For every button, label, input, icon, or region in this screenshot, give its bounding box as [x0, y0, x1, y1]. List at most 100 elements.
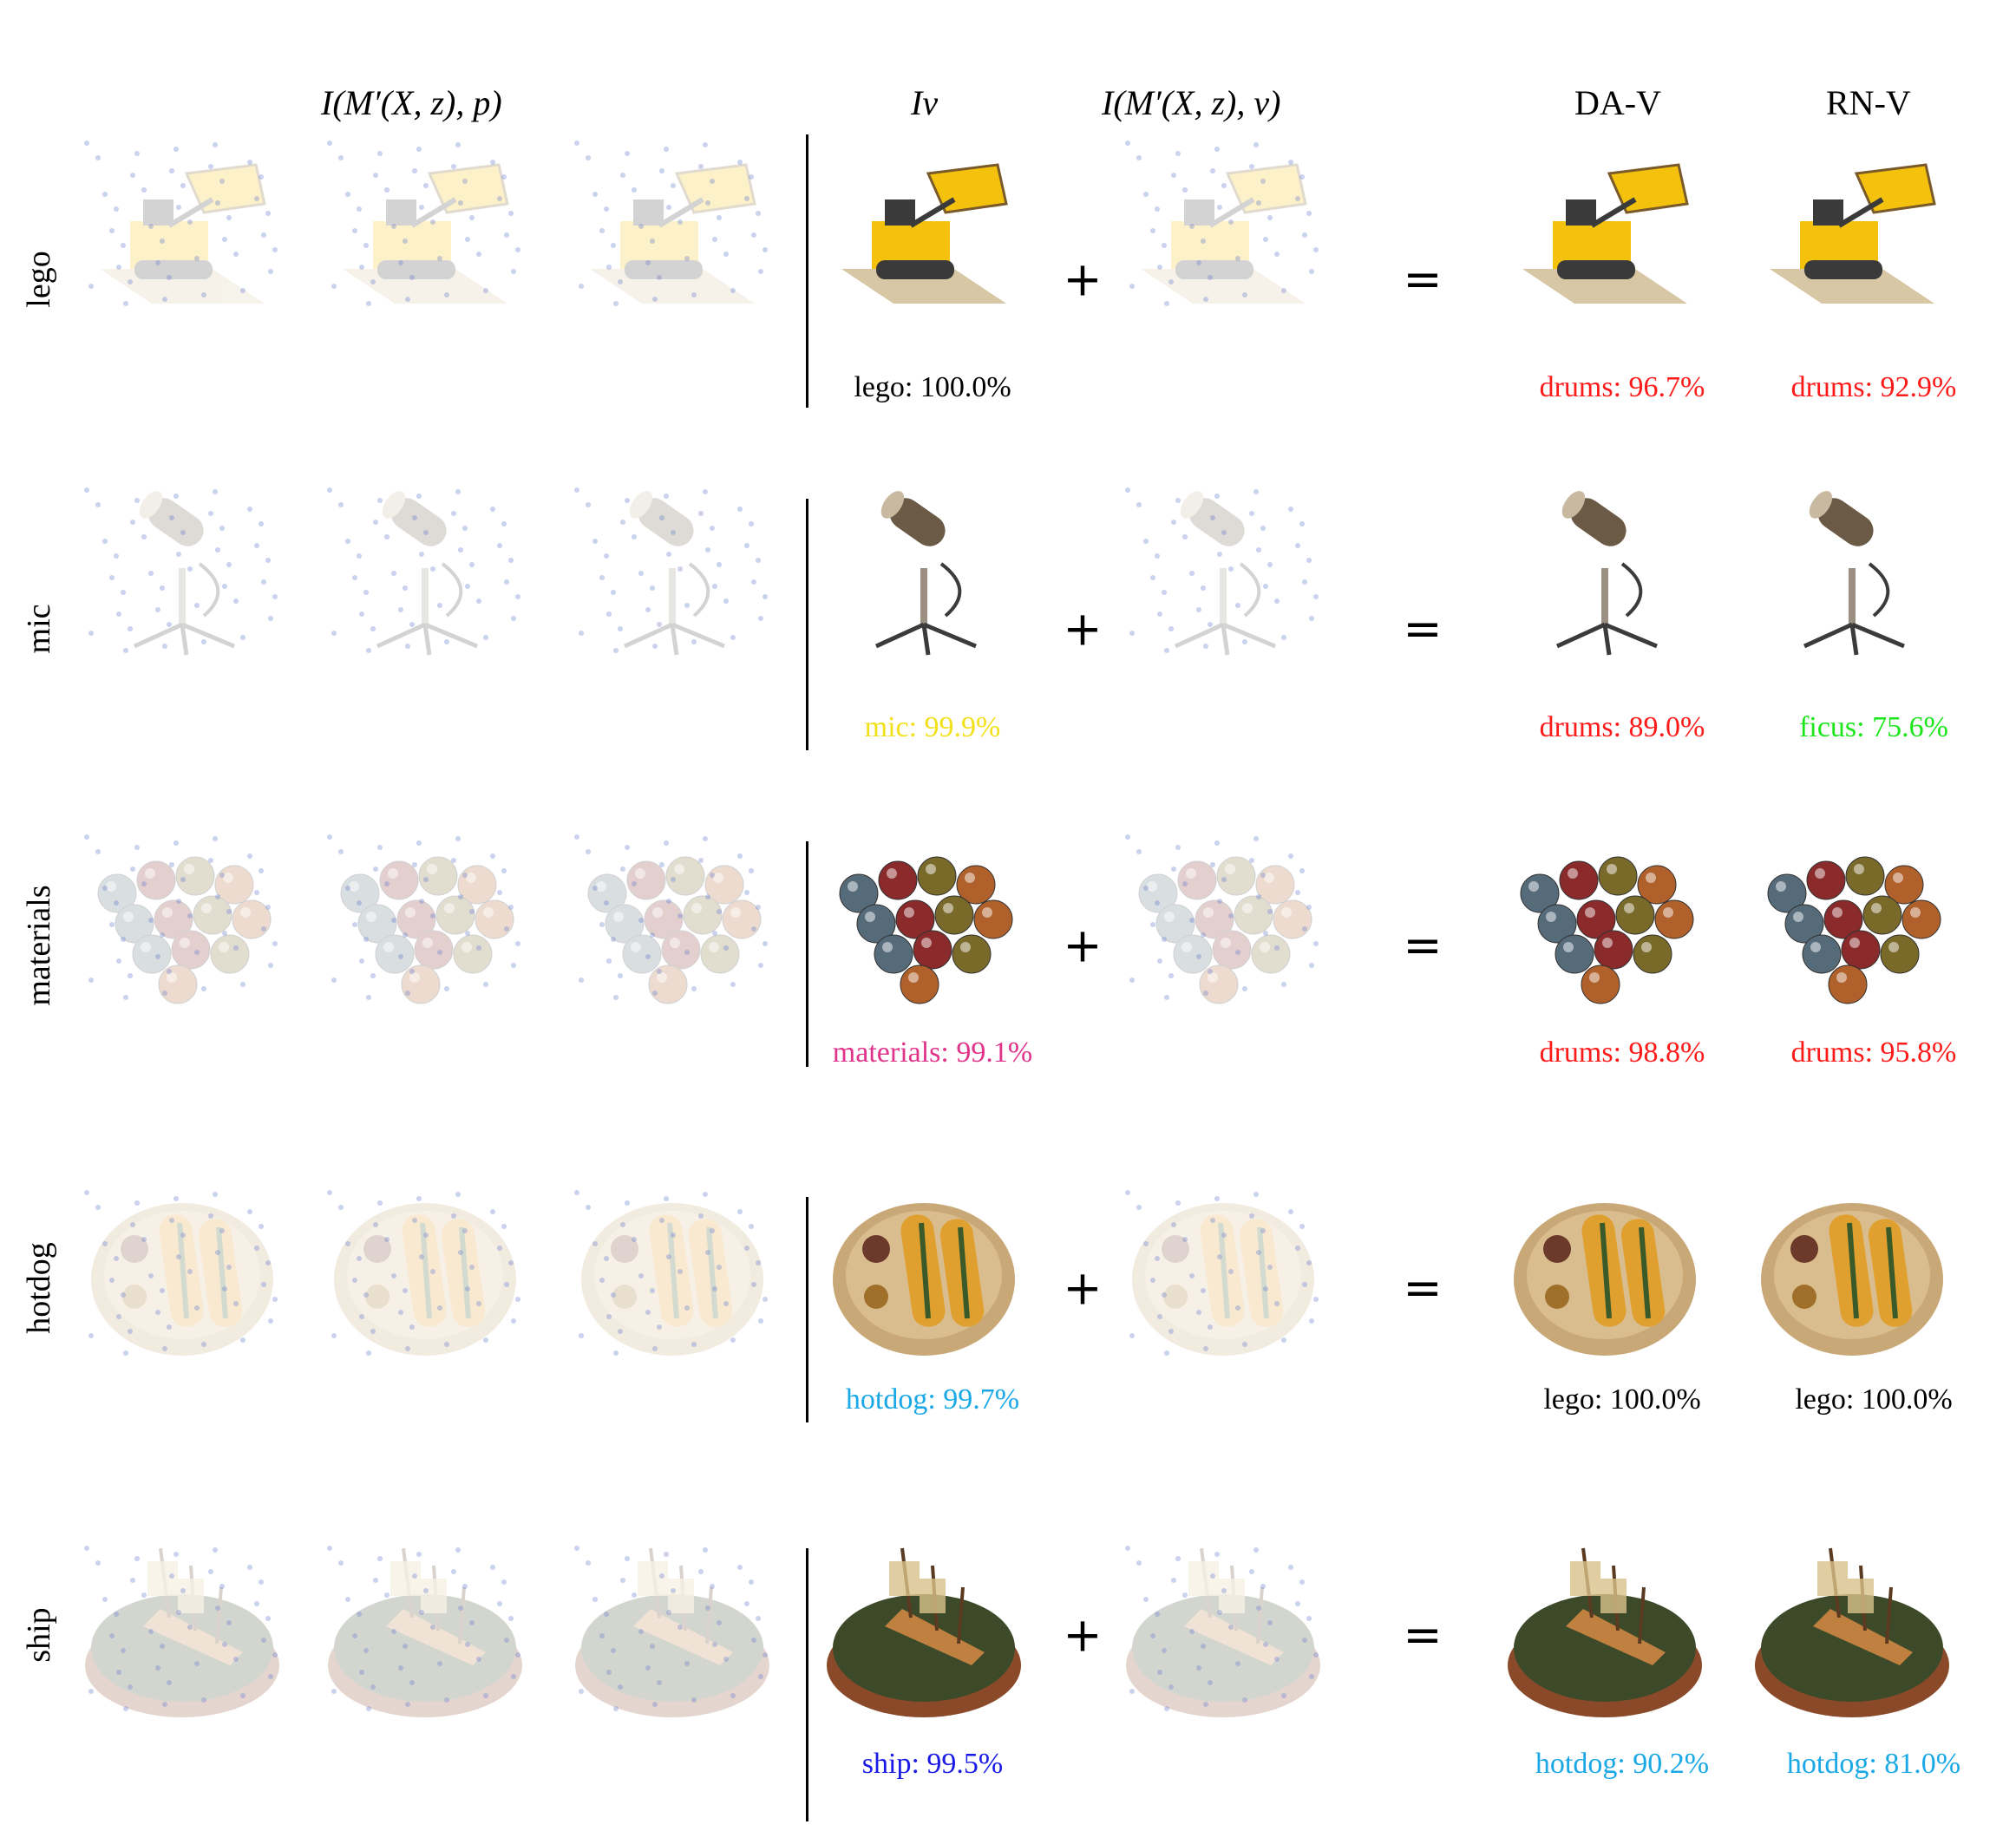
perturbation-render [1123, 139, 1323, 312]
rnv-caption: ficus: 75.6% [1799, 711, 1948, 743]
hotdog-plate-icon [1125, 1190, 1319, 1356]
microphone-icon [1125, 487, 1319, 656]
column-divider [806, 1548, 808, 1821]
bulldozer-icon [1522, 163, 1689, 304]
render-view-1 [82, 486, 282, 659]
equals-sign: = [1403, 1607, 1443, 1663]
bulldozer-icon [1125, 141, 1319, 306]
perturbation-render [1123, 486, 1323, 659]
rnv-image [1752, 1188, 1952, 1362]
ship-icon [1755, 1547, 1949, 1717]
row-label-lego: lego [21, 251, 57, 308]
bulldozer-icon [84, 141, 278, 306]
dav-caption: hotdog: 90.2% [1535, 1748, 1710, 1780]
microphone-icon [874, 491, 977, 656]
spheres-icon [839, 856, 1013, 1004]
render-view-1 [82, 1544, 282, 1717]
equals-sign: = [1403, 252, 1443, 307]
render-view-1 [82, 833, 282, 1006]
header-dav: DA-V [1574, 83, 1661, 122]
microphone-icon [1803, 491, 1905, 656]
header-render-v: I(M′(X, z), v) [1102, 83, 1281, 122]
plus-sign: + [1063, 918, 1103, 973]
render-view-2 [325, 139, 525, 312]
equals-sign: = [1403, 1260, 1443, 1316]
bulldozer-icon [327, 141, 520, 306]
bulldozer-icon [574, 141, 768, 306]
hotdog-plate-icon [1761, 1203, 1943, 1356]
render-view-2 [325, 1544, 525, 1717]
dav-image [1505, 1544, 1705, 1717]
render-view-3 [573, 139, 772, 312]
render-view-2 [325, 1188, 525, 1362]
perturbation-render [1123, 1188, 1323, 1362]
render-view-3 [573, 1188, 772, 1362]
render-view-3 [573, 833, 772, 1006]
perturbation-render [1123, 833, 1323, 1006]
microphone-icon [1555, 491, 1658, 656]
input-image [824, 1188, 1024, 1362]
input-caption: mic: 99.9% [864, 711, 1001, 743]
input-image [824, 139, 1024, 312]
input-image [824, 486, 1024, 659]
dav-caption: drums: 96.7% [1539, 371, 1705, 403]
ship-icon [827, 1547, 1021, 1717]
spheres-icon [1125, 834, 1319, 1004]
microphone-icon [327, 487, 520, 656]
rnv-image [1752, 1544, 1952, 1717]
rnv-image [1752, 139, 1952, 312]
row-label-materials: materials [21, 885, 57, 1006]
row-label-mic: mic [21, 604, 57, 654]
ship-icon [574, 1546, 769, 1717]
bulldozer-icon [1770, 163, 1936, 304]
ship-icon [1125, 1546, 1320, 1717]
hotdog-plate-icon [833, 1203, 1015, 1356]
ship-icon [84, 1546, 279, 1717]
bulldozer-icon [841, 163, 1008, 304]
rnv-image [1752, 486, 1952, 659]
render-view-2 [325, 833, 525, 1006]
render-view-3 [573, 486, 772, 659]
column-divider [806, 1197, 808, 1422]
render-view-2 [325, 486, 525, 659]
column-divider [806, 499, 808, 750]
equals-sign: = [1403, 601, 1443, 657]
dav-image [1505, 139, 1705, 312]
dav-caption: drums: 98.8% [1539, 1036, 1705, 1069]
plus-sign: + [1063, 601, 1103, 657]
dav-image [1505, 833, 1705, 1006]
render-view-3 [573, 1544, 772, 1717]
rnv-caption: hotdog: 81.0% [1786, 1748, 1961, 1780]
plus-sign: + [1063, 1260, 1103, 1316]
render-view-1 [82, 139, 282, 312]
input-image [824, 1544, 1024, 1717]
dav-caption: drums: 89.0% [1539, 711, 1705, 743]
microphone-icon [574, 487, 768, 656]
spheres-icon [84, 834, 278, 1004]
equals-sign: = [1403, 918, 1443, 973]
dav-caption: lego: 100.0% [1543, 1383, 1701, 1416]
hotdog-plate-icon [327, 1190, 520, 1356]
row-label-hotdog: hotdog [21, 1242, 57, 1334]
microphone-icon [84, 487, 278, 656]
ship-icon [1508, 1547, 1702, 1717]
input-caption: materials: 99.1% [832, 1036, 1033, 1069]
hotdog-plate-icon [574, 1190, 768, 1356]
rnv-image [1752, 833, 1952, 1006]
spheres-icon [327, 834, 520, 1004]
header-rnv: RN-V [1826, 83, 1911, 122]
hotdog-plate-icon [84, 1190, 278, 1356]
spheres-icon [574, 834, 768, 1004]
input-caption: lego: 100.0% [854, 371, 1011, 403]
input-caption: ship: 99.5% [861, 1748, 1004, 1780]
perturbation-render [1123, 1544, 1323, 1717]
spheres-icon [1520, 856, 1694, 1004]
spheres-icon [1767, 856, 1941, 1004]
column-divider [806, 841, 808, 1067]
dav-image [1505, 1188, 1705, 1362]
dav-image [1505, 486, 1705, 659]
header-render-p: I(M′(X, z), p) [321, 83, 502, 122]
input-caption: hotdog: 99.7% [845, 1383, 1020, 1416]
hotdog-plate-icon [1514, 1203, 1696, 1356]
plus-sign: + [1063, 1607, 1103, 1663]
